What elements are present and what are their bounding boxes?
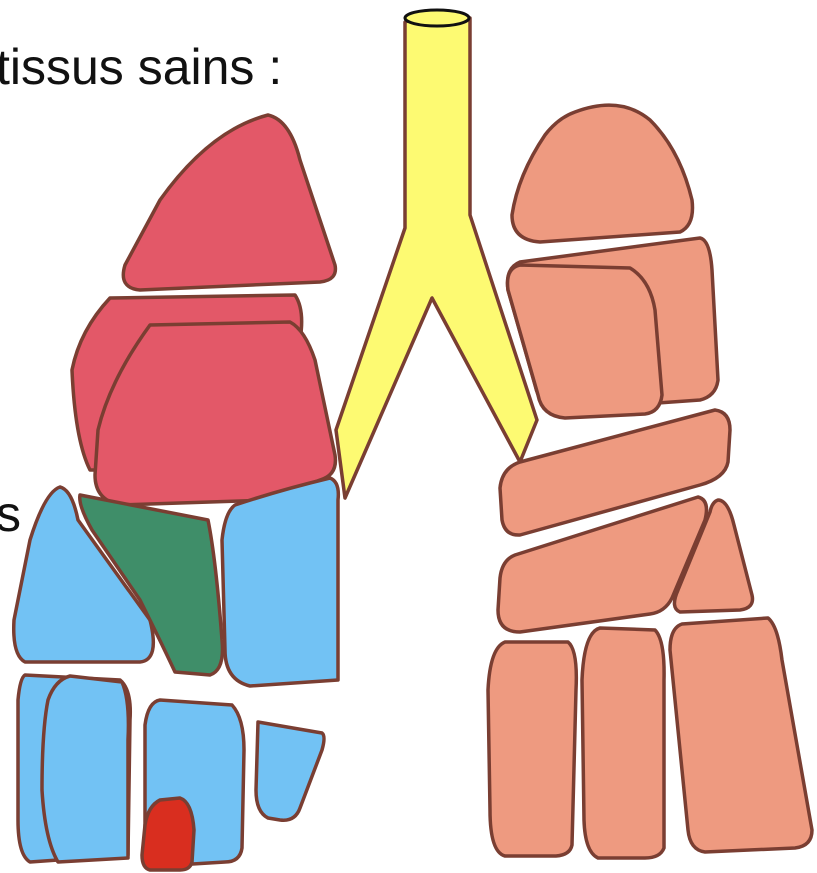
left-lung-icon (14, 115, 339, 870)
trachea-top (405, 10, 469, 26)
left-lower-segment-6 (256, 722, 324, 820)
right-lower-2 (582, 628, 664, 858)
right-lower-3 (670, 618, 812, 852)
right-apex (512, 105, 693, 242)
lesion-icon (142, 798, 194, 870)
right-lower-1 (488, 642, 576, 856)
right-lung-icon (488, 105, 812, 858)
trachea-icon (336, 10, 537, 498)
left-lower-segment-4 (42, 676, 128, 862)
trachea (336, 15, 537, 498)
left-upper-apex (123, 115, 335, 290)
left-lower-segment-2 (222, 478, 338, 686)
